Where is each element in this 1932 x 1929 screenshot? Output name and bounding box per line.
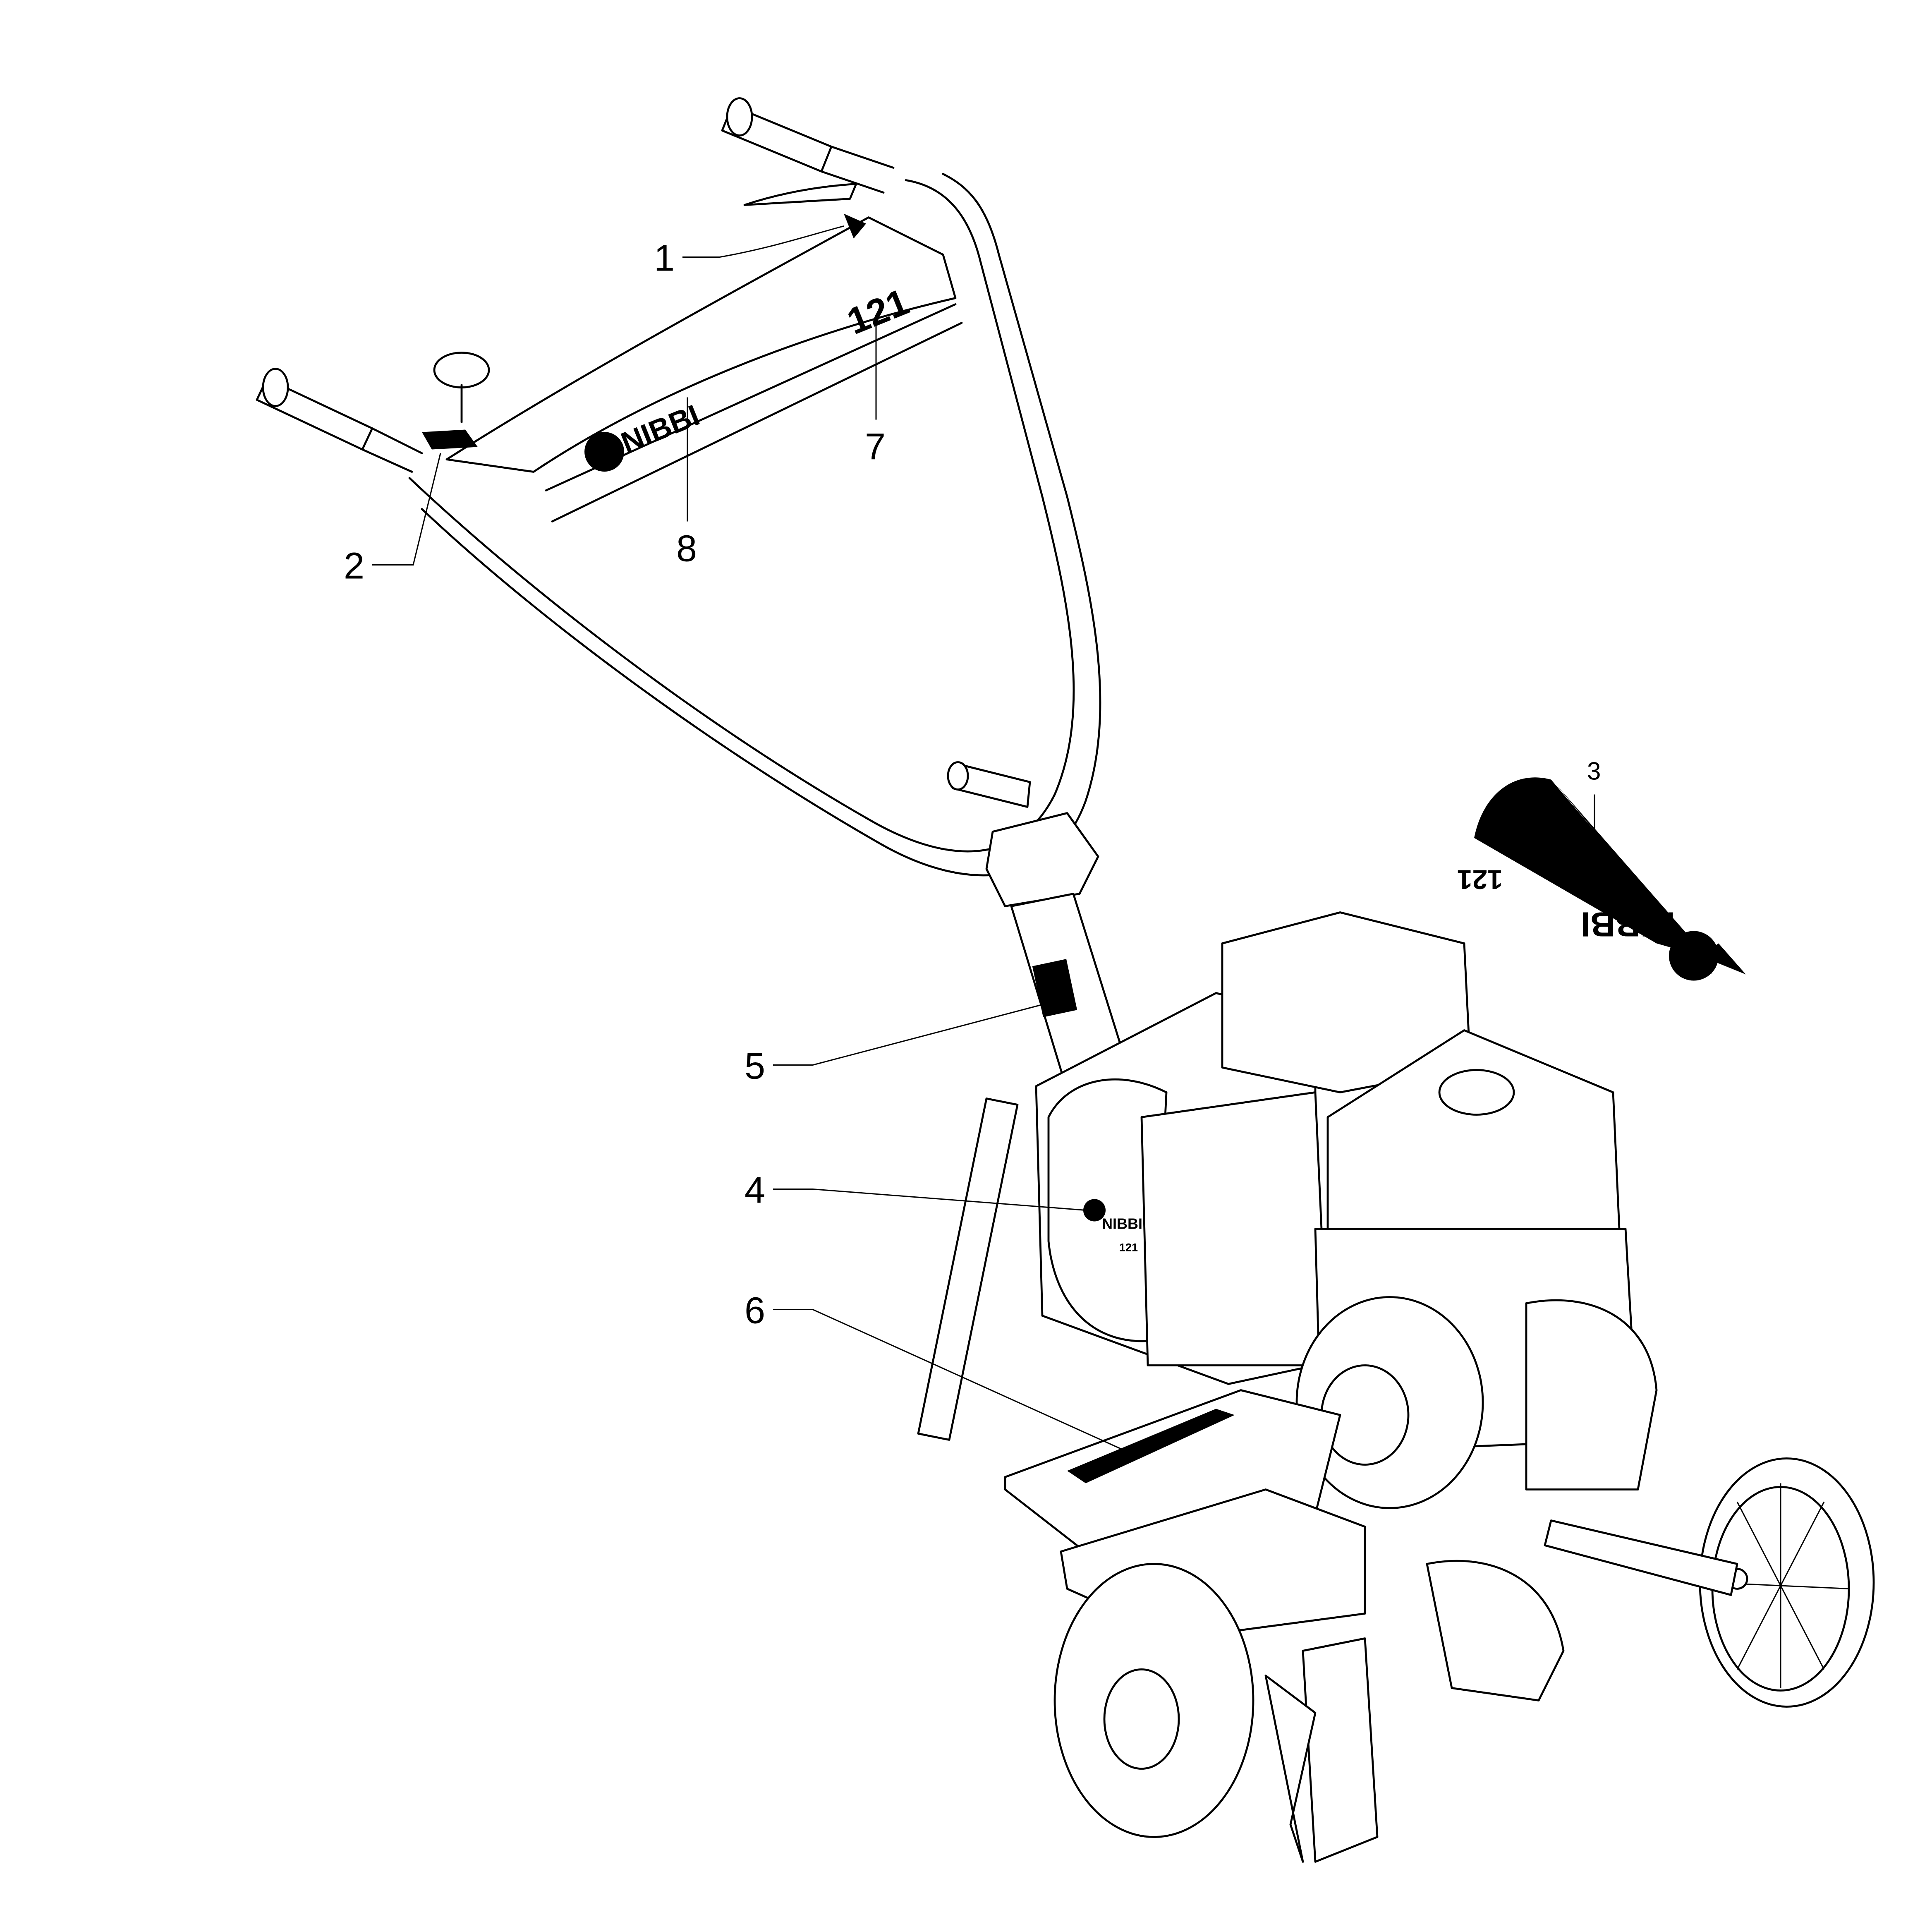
svg-text:5: 5 xyxy=(745,1046,765,1087)
decal-6 xyxy=(1067,1409,1235,1483)
callout-2: 2 xyxy=(344,453,441,587)
svg-text:7: 7 xyxy=(865,427,886,468)
svg-text:NIBBI: NIBBI xyxy=(1102,1215,1142,1232)
svg-text:121: 121 xyxy=(1119,1241,1138,1254)
callout-7: 7 xyxy=(865,316,886,468)
callout-3: 3 xyxy=(1587,757,1601,872)
decal-2 xyxy=(422,429,478,450)
callout-6: 6 xyxy=(745,1290,1123,1450)
svg-text:121: 121 xyxy=(1457,865,1503,895)
callouts: 1 2 3 4 5 6 7 8 xyxy=(344,225,1601,1450)
transport-wheel xyxy=(1544,1457,1875,1708)
svg-text:1: 1 xyxy=(654,238,675,279)
svg-text:8: 8 xyxy=(676,528,697,570)
decal-5 xyxy=(1032,959,1077,1017)
decal-1 xyxy=(844,213,866,239)
handlebar: NIBBI 121 xyxy=(256,97,1101,907)
callout-1: 1 xyxy=(654,225,844,279)
svg-text:6: 6 xyxy=(745,1290,765,1332)
callout-5: 5 xyxy=(745,1002,1049,1087)
tiller-tines xyxy=(1053,1560,1565,1863)
svg-text:2: 2 xyxy=(344,546,364,587)
svg-text:4: 4 xyxy=(745,1170,765,1211)
svg-text:NIBBI: NIBBI xyxy=(1580,905,1675,944)
callout-8: 8 xyxy=(676,397,697,570)
depth-stand xyxy=(917,1097,1019,1441)
decal-3: NIBBI 121 xyxy=(1457,777,1746,981)
svg-text:3: 3 xyxy=(1587,757,1601,785)
decal-4-nibbi-logo: NIBBI 121 xyxy=(1083,1199,1142,1254)
callout-4: 4 xyxy=(745,1170,1086,1211)
engine: NIBBI 121 xyxy=(1035,911,1658,1509)
